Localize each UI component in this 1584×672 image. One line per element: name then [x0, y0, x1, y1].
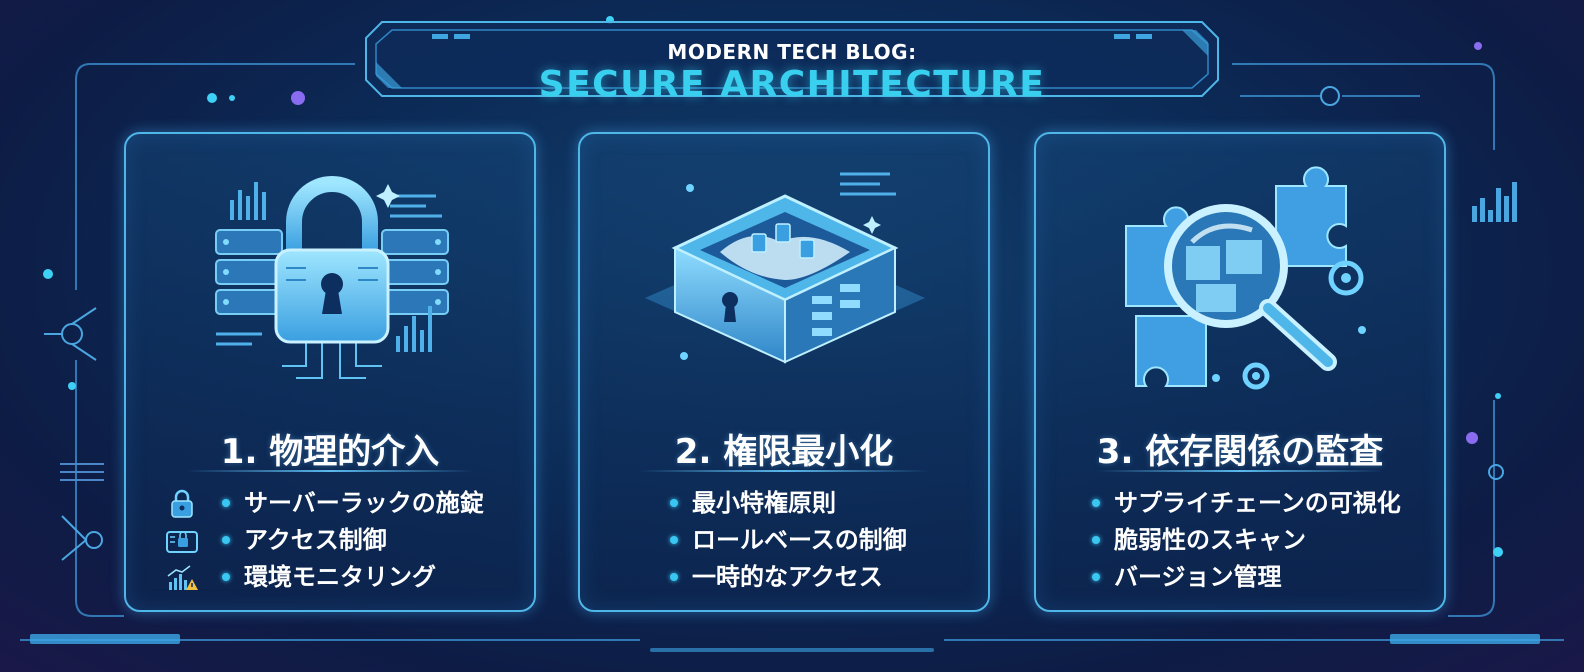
header-frame [365, 21, 1219, 97]
card-divider [186, 470, 474, 472]
list-item: 最小特権原則 [668, 486, 907, 523]
card-title: 3. 依存関係の監査 [1096, 432, 1384, 472]
access-card-icon [166, 531, 198, 553]
list-item: 脆弱性のスキャン [1090, 523, 1401, 560]
side-icon-column [164, 486, 200, 597]
header-title: SECURE ARCHITECTURE [538, 64, 1046, 105]
padlock-server-icon [215, 176, 449, 379]
bullet-list: 最小特権原則 ロールベースの制御 一時的なアクセス [668, 486, 907, 597]
list-item: サーバーラックの施錠 [220, 486, 484, 523]
header-subtitle: MODERN TECH BLOG: [667, 40, 917, 64]
magnifier-puzzle-icon [1125, 166, 1366, 390]
list-item: 環境モニタリング [220, 560, 484, 597]
list-item: バージョン管理 [1090, 560, 1401, 597]
bullet-list: サーバーラックの施錠 アクセス制御 環境モニタリング [220, 486, 484, 597]
card-physical-intervention: 1. 物理的介入 サーバーラックの施錠 アクセス制御 環境モニタリング [124, 132, 536, 612]
card-divider [640, 470, 928, 472]
card-divider [1096, 470, 1384, 472]
list-item: サプライチェーンの可視化 [1090, 486, 1401, 523]
card-least-privilege: 2. 権限最小化 最小特権原則 ロールベースの制御 一時的なアクセス [578, 132, 990, 612]
list-item: 一時的なアクセス [668, 560, 907, 597]
list-item: アクセス制御 [220, 523, 484, 560]
monitoring-chart-icon [167, 565, 198, 590]
lock-icon [171, 489, 193, 518]
list-item: ロールベースの制御 [668, 523, 907, 560]
card-dependency-audit: 3. 依存関係の監査 サプライチェーンの可視化 脆弱性のスキャン バージョン管理 [1034, 132, 1446, 612]
card-title: 1. 物理的介入 [220, 432, 440, 472]
header-plaque: MODERN TECH BLOG: SECURE ARCHITECTURE [362, 18, 1222, 105]
sandbox-box-icon [645, 172, 925, 364]
card-title: 2. 権限最小化 [674, 432, 894, 472]
bullet-list: サプライチェーンの可視化 脆弱性のスキャン バージョン管理 [1090, 486, 1401, 597]
